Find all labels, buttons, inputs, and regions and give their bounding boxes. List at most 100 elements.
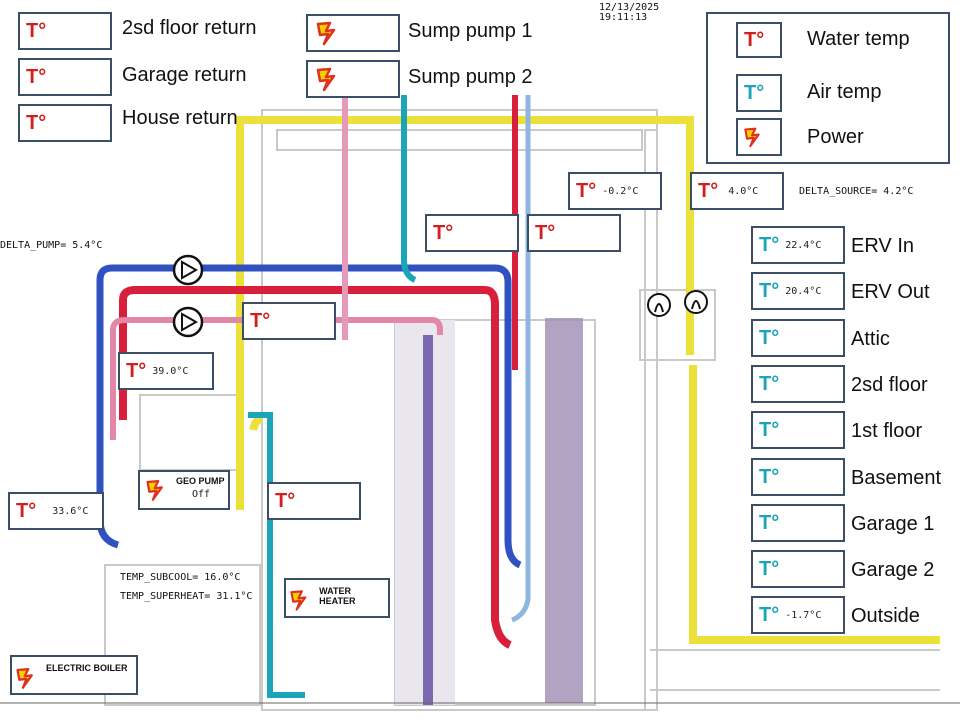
zone-sensor-4[interactable]: T° bbox=[751, 411, 845, 449]
label-sump-pump-2: Sump pump 2 bbox=[408, 66, 533, 88]
sensor-loop-left[interactable]: T° 39.0°C bbox=[118, 352, 214, 390]
electric-boiler-status[interactable]: ELECTRIC BOILER bbox=[10, 655, 138, 695]
delta-pump: DELTA_PUMP= 5.4°C bbox=[0, 240, 103, 251]
zone-sensor-8[interactable]: T° -1.7°C bbox=[751, 596, 845, 634]
sensor-2sd-floor-return[interactable]: T° bbox=[18, 12, 112, 50]
air-temp-icon: T° bbox=[759, 373, 780, 395]
storage-tank bbox=[545, 318, 583, 703]
zone-reading: -1.7°C bbox=[785, 609, 822, 621]
air-temp-icon: T° bbox=[759, 327, 780, 349]
label-sump-pump-1: Sump pump 1 bbox=[408, 20, 533, 42]
sensor-reading: -0.2°C bbox=[602, 185, 639, 197]
zone-label-2: Attic bbox=[851, 328, 890, 350]
zone-sensor-6[interactable]: T° bbox=[751, 504, 845, 542]
zone-sensor-3[interactable]: T° bbox=[751, 365, 845, 403]
sump-pump-1-status[interactable] bbox=[306, 14, 400, 52]
zone-label-3: 2sd floor bbox=[851, 374, 928, 396]
water-temp-icon: T° bbox=[433, 222, 454, 244]
legend-water-swatch: T° bbox=[736, 22, 782, 58]
sensor-reading: 33.6°C bbox=[52, 505, 89, 517]
legend-power-label: Power bbox=[807, 126, 864, 148]
water-temp-icon: T° bbox=[26, 20, 47, 42]
water-temp-icon: T° bbox=[698, 180, 719, 202]
power-bolt-icon bbox=[314, 66, 350, 92]
lightblue-pipe bbox=[510, 95, 531, 623]
sensor-mid-2[interactable]: T° bbox=[527, 214, 621, 252]
geo-pump-title: GEO PUMP bbox=[176, 476, 225, 486]
sensor-water-heater[interactable]: T° bbox=[267, 482, 361, 520]
purple-pipe bbox=[423, 335, 433, 705]
power-bolt-icon bbox=[314, 20, 350, 46]
air-temp-icon: T° bbox=[759, 419, 780, 441]
power-bolt-icon bbox=[742, 124, 772, 150]
temp-superheat: TEMP_SUPERHEAT= 31.1°C bbox=[120, 591, 253, 602]
erv-fan-right bbox=[684, 290, 708, 314]
legend-air-label: Air temp bbox=[807, 81, 882, 103]
sensor-loop-pink[interactable]: T° bbox=[242, 302, 336, 340]
erv-fan-left bbox=[647, 293, 671, 317]
timestamp-date: 12/13/2025 bbox=[599, 2, 660, 13]
air-temp-icon: T° bbox=[759, 280, 780, 302]
geo-pump-status[interactable]: GEO PUMP Off bbox=[138, 470, 230, 510]
air-temp-icon: T° bbox=[759, 512, 780, 534]
label-house-return: House return bbox=[122, 107, 238, 129]
sensor-source-a[interactable]: T° -0.2°C bbox=[568, 172, 662, 210]
teal-pipe-lower bbox=[248, 412, 305, 698]
label-garage-return: Garage return bbox=[122, 64, 247, 86]
sump-pump-2-status[interactable] bbox=[306, 60, 400, 98]
water-heater-title: WATER HEATER bbox=[319, 586, 356, 606]
air-temp-icon: T° bbox=[759, 558, 780, 580]
air-temp-icon: T° bbox=[759, 234, 780, 256]
zone-reading: 20.4°C bbox=[785, 285, 822, 297]
sensor-reading: 4.0°C bbox=[728, 185, 759, 197]
water-temp-icon: T° bbox=[26, 112, 47, 134]
sensor-garage-return[interactable]: T° bbox=[18, 58, 112, 96]
air-temp-icon: T° bbox=[759, 466, 780, 488]
timestamp-time: 19:11:13 bbox=[599, 12, 648, 23]
legend-power-swatch bbox=[736, 118, 782, 156]
water-heater-status[interactable]: WATER HEATER bbox=[284, 578, 390, 618]
sensor-mid-1[interactable]: T° bbox=[425, 214, 519, 252]
electric-boiler-title: ELECTRIC BOILER bbox=[46, 663, 128, 673]
air-temp-icon: T° bbox=[759, 604, 780, 626]
red-pipe bbox=[119, 286, 512, 649]
power-bolt-icon bbox=[14, 665, 46, 691]
water-temp-icon: T° bbox=[535, 222, 556, 244]
zone-label-5: Basement bbox=[851, 467, 942, 489]
label-2sd-floor-return: 2sd floor return bbox=[122, 17, 257, 39]
water-temp-icon: T° bbox=[26, 66, 47, 88]
sensor-reading: 39.0°C bbox=[152, 365, 189, 377]
zone-sensor-5[interactable]: T° bbox=[751, 458, 845, 496]
geo-pump-state: Off bbox=[192, 489, 211, 500]
temp-subcool: TEMP_SUBCOOL= 16.0°C bbox=[120, 572, 241, 583]
delta-source: DELTA_SOURCE= 4.2°C bbox=[799, 186, 914, 197]
water-temp-icon: T° bbox=[16, 500, 37, 522]
water-temp-icon: T° bbox=[744, 29, 765, 51]
yellow-pipe-short bbox=[249, 414, 264, 431]
zone-label-0: ERV In bbox=[851, 235, 914, 257]
legend-air-swatch: T° bbox=[736, 74, 782, 112]
power-bolt-icon bbox=[144, 478, 176, 502]
circulator-pump-2 bbox=[172, 306, 204, 338]
water-temp-icon: T° bbox=[126, 360, 147, 382]
zone-sensor-0[interactable]: T° 22.4°C bbox=[751, 226, 845, 264]
water-temp-icon: T° bbox=[250, 310, 271, 332]
circulator-pump-1 bbox=[172, 254, 204, 286]
zone-sensor-2[interactable]: T° bbox=[751, 319, 845, 357]
legend-water-label: Water temp bbox=[807, 28, 910, 50]
zone-sensor-7[interactable]: T° bbox=[751, 550, 845, 588]
water-temp-icon: T° bbox=[576, 180, 597, 202]
zone-label-6: Garage 1 bbox=[851, 513, 935, 535]
zone-reading: 22.4°C bbox=[785, 239, 822, 251]
sensor-loop-low[interactable]: T° 33.6°C bbox=[8, 492, 104, 530]
zone-sensor-1[interactable]: T° 20.4°C bbox=[751, 272, 845, 310]
sensor-source-b[interactable]: T° 4.0°C bbox=[690, 172, 784, 210]
zone-label-4: 1st floor bbox=[851, 420, 923, 442]
teal-pipe bbox=[401, 95, 417, 283]
air-temp-icon: T° bbox=[744, 82, 765, 104]
sensor-house-return[interactable]: T° bbox=[18, 104, 112, 142]
power-bolt-icon bbox=[288, 588, 319, 612]
water-temp-icon: T° bbox=[275, 490, 296, 512]
zone-label-8: Outside bbox=[851, 605, 920, 627]
